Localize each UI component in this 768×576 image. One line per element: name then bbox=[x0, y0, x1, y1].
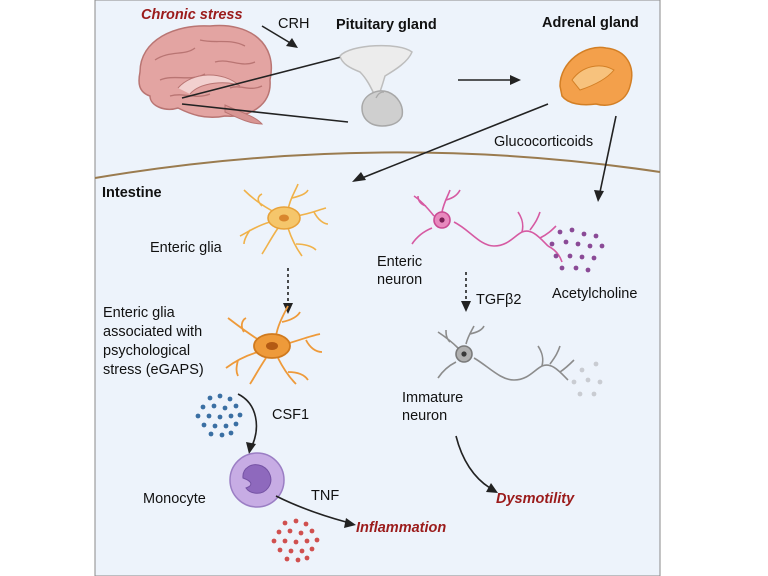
tnf-arrow bbox=[344, 518, 356, 528]
adrenal-gland-label: Adrenal gland bbox=[542, 15, 639, 31]
tnf-dots-icon bbox=[271, 518, 320, 563]
enteric-glia-label: Enteric glia bbox=[150, 240, 223, 256]
intestine-label: Intestine bbox=[102, 185, 162, 201]
pituitary-icon bbox=[339, 44, 413, 127]
brain-pituitary-line-upper bbox=[181, 55, 346, 99]
csf1-dots-icon bbox=[195, 393, 243, 438]
crh-label: CRH bbox=[278, 16, 309, 32]
egaps-label-line1: Enteric glia bbox=[103, 305, 176, 321]
egaps-label-line2: associated with bbox=[103, 324, 202, 340]
tnf-label: TNF bbox=[311, 488, 339, 504]
glucocorticoid-arrow-right bbox=[594, 190, 604, 202]
egaps-label-line3: psychological bbox=[103, 343, 190, 359]
monocyte-label: Monocyte bbox=[143, 491, 206, 507]
dysmotility-arrow bbox=[486, 483, 498, 493]
acetylcholine-label: Acetylcholine bbox=[552, 286, 637, 302]
tgfb2-arrow bbox=[461, 301, 471, 312]
glucocorticoid-arrow-left bbox=[352, 172, 366, 182]
pituitary-gland-label: Pituitary gland bbox=[336, 17, 437, 33]
immature-neuron-icon bbox=[437, 325, 575, 381]
enteric-neuron-icon bbox=[411, 189, 563, 263]
inflammation-label: Inflammation bbox=[356, 520, 446, 536]
immature-neuron-faint-dots bbox=[571, 361, 603, 397]
csf1-arrow bbox=[246, 442, 256, 454]
enteric-neuron-label-line1: Enteric bbox=[377, 254, 422, 270]
dysmotility-label: Dysmotility bbox=[496, 491, 575, 507]
acetylcholine-dots-icon bbox=[549, 227, 605, 273]
intestine-boundary bbox=[94, 151, 661, 179]
immature-neuron-label-line2: neuron bbox=[402, 408, 447, 424]
immature-neuron-label-line1: Immature bbox=[402, 390, 463, 406]
enteric-neuron-label-line2: neuron bbox=[377, 272, 422, 288]
glucocorticoids-label: Glucocorticoids bbox=[494, 134, 593, 150]
crh-arrow bbox=[286, 38, 298, 48]
brain-pituitary-line-lower bbox=[181, 103, 349, 123]
tgfb2-label: TGFβ2 bbox=[476, 292, 521, 308]
glia-activation-arrow bbox=[283, 303, 293, 314]
csf1-label: CSF1 bbox=[272, 407, 309, 423]
egaps-label-line4: stress (eGAPS) bbox=[103, 362, 204, 378]
adrenal-icon bbox=[559, 46, 633, 106]
chronic-stress-label: Chronic stress bbox=[141, 7, 243, 23]
egaps-glia-icon bbox=[225, 305, 323, 385]
glia-icon bbox=[239, 183, 329, 257]
monocyte-icon bbox=[229, 452, 285, 508]
pituitary-adrenal-arrow bbox=[510, 75, 521, 85]
